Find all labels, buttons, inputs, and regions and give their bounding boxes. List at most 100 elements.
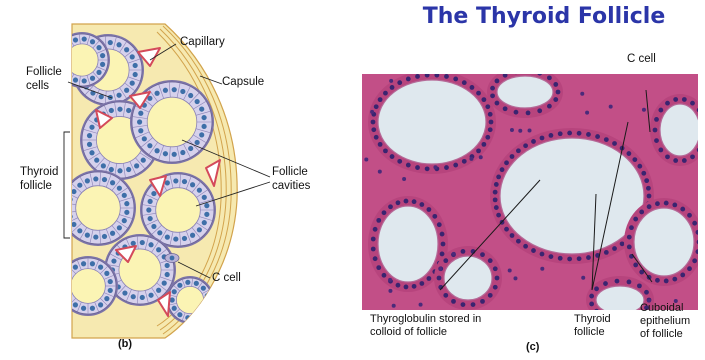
cell-nucleus bbox=[108, 279, 113, 284]
cell-nucleus bbox=[77, 183, 82, 188]
nucleus bbox=[396, 283, 401, 288]
nucleus bbox=[665, 154, 670, 159]
cell-nucleus bbox=[151, 224, 156, 229]
nucleus bbox=[470, 85, 475, 90]
nucleus bbox=[687, 213, 692, 218]
stromal-nucleus bbox=[370, 110, 374, 114]
cell-nucleus bbox=[65, 73, 70, 78]
cell-nucleus bbox=[180, 150, 185, 155]
cell-nucleus bbox=[173, 236, 178, 241]
cell-nucleus bbox=[66, 205, 71, 210]
stromal-nucleus bbox=[513, 276, 517, 280]
nucleus bbox=[493, 285, 498, 290]
nucleus bbox=[672, 203, 677, 208]
nucleus bbox=[374, 135, 379, 140]
nucleus bbox=[537, 71, 542, 76]
cell-nucleus bbox=[154, 148, 159, 153]
cell-nucleus bbox=[90, 39, 95, 44]
nucleus bbox=[371, 127, 376, 132]
stromal-nucleus bbox=[540, 267, 544, 271]
cell-nucleus bbox=[165, 272, 170, 277]
nucleus bbox=[489, 120, 494, 125]
nucleus bbox=[653, 128, 658, 133]
cell-nucleus bbox=[148, 293, 153, 298]
nucleus bbox=[697, 108, 702, 113]
cell-nucleus bbox=[201, 115, 206, 120]
label-capsule: Capsule bbox=[222, 76, 264, 89]
nucleus bbox=[495, 79, 500, 84]
nucleus bbox=[419, 202, 424, 207]
nucleus bbox=[495, 276, 500, 281]
cell-nucleus bbox=[102, 177, 107, 182]
nucleus bbox=[646, 186, 651, 191]
cell-nucleus bbox=[67, 271, 72, 276]
nucleus bbox=[496, 213, 501, 218]
stromal-nucleus bbox=[438, 267, 442, 271]
label-follicle-cells-line2: cells bbox=[26, 80, 49, 93]
cell-nucleus bbox=[140, 240, 145, 245]
nucleus bbox=[412, 199, 417, 204]
cell-nucleus bbox=[90, 76, 95, 81]
label-c-cell-right: C cell bbox=[627, 53, 656, 66]
nucleus bbox=[558, 256, 563, 261]
nucleus bbox=[373, 227, 378, 232]
cell-nucleus bbox=[109, 167, 114, 172]
nucleus bbox=[682, 158, 687, 163]
nucleus bbox=[404, 285, 409, 290]
cell-nucleus bbox=[96, 70, 101, 75]
stromal-nucleus bbox=[581, 276, 585, 280]
nucleus bbox=[627, 280, 632, 285]
cell-nucleus bbox=[154, 91, 159, 96]
nucleus bbox=[595, 134, 600, 139]
nucleus bbox=[462, 80, 467, 85]
nucleus bbox=[437, 276, 442, 281]
nucleus bbox=[444, 74, 449, 79]
micro-follicle-4 bbox=[434, 246, 502, 310]
nucleus bbox=[495, 101, 500, 106]
label-thyroid-follicle-line1: Thyroid bbox=[20, 166, 58, 179]
nucleus bbox=[641, 171, 646, 176]
cell-nucleus bbox=[130, 81, 135, 86]
cell-nucleus bbox=[104, 271, 109, 276]
cell-nucleus bbox=[148, 242, 153, 247]
nucleus bbox=[627, 244, 632, 249]
cell-nucleus bbox=[90, 306, 95, 311]
label-cuboidal-line2: epithelium bbox=[640, 315, 690, 328]
cell-nucleus bbox=[138, 111, 143, 116]
cell-nucleus bbox=[63, 288, 68, 293]
cell-nucleus bbox=[122, 193, 127, 198]
cell-nucleus bbox=[126, 108, 131, 113]
cell-nucleus bbox=[122, 290, 127, 295]
label-cuboidal-line1: Cuboidal bbox=[640, 302, 683, 315]
nucleus bbox=[374, 104, 379, 109]
nucleus bbox=[371, 120, 376, 125]
cell-nucleus bbox=[122, 218, 127, 223]
cell-nucleus bbox=[201, 124, 206, 129]
nucleus bbox=[493, 190, 498, 195]
nucleus bbox=[586, 255, 591, 260]
cell-nucleus bbox=[94, 158, 99, 163]
nucleus bbox=[432, 214, 437, 219]
cell-nucleus bbox=[124, 47, 129, 52]
nucleus bbox=[620, 241, 625, 246]
panel-label-c: (c) bbox=[526, 341, 539, 353]
nucleus bbox=[615, 279, 620, 284]
cell-border bbox=[62, 293, 72, 297]
cell-nucleus bbox=[201, 286, 206, 291]
label-thyroglobulin-line1: Thyroglobulin stored in bbox=[370, 313, 481, 326]
cell-border bbox=[61, 45, 69, 51]
cell-nucleus bbox=[98, 265, 103, 270]
colloid bbox=[378, 80, 486, 164]
nucleus bbox=[531, 139, 536, 144]
nucleus bbox=[373, 256, 378, 261]
nucleus bbox=[690, 154, 695, 159]
nucleus bbox=[680, 273, 685, 278]
cell-nucleus bbox=[201, 309, 206, 314]
cell-nucleus bbox=[147, 143, 152, 148]
cell-border bbox=[202, 306, 209, 310]
nucleus bbox=[503, 106, 508, 111]
nucleus bbox=[441, 242, 446, 247]
nucleus bbox=[690, 101, 695, 106]
cell-nucleus bbox=[138, 128, 143, 133]
